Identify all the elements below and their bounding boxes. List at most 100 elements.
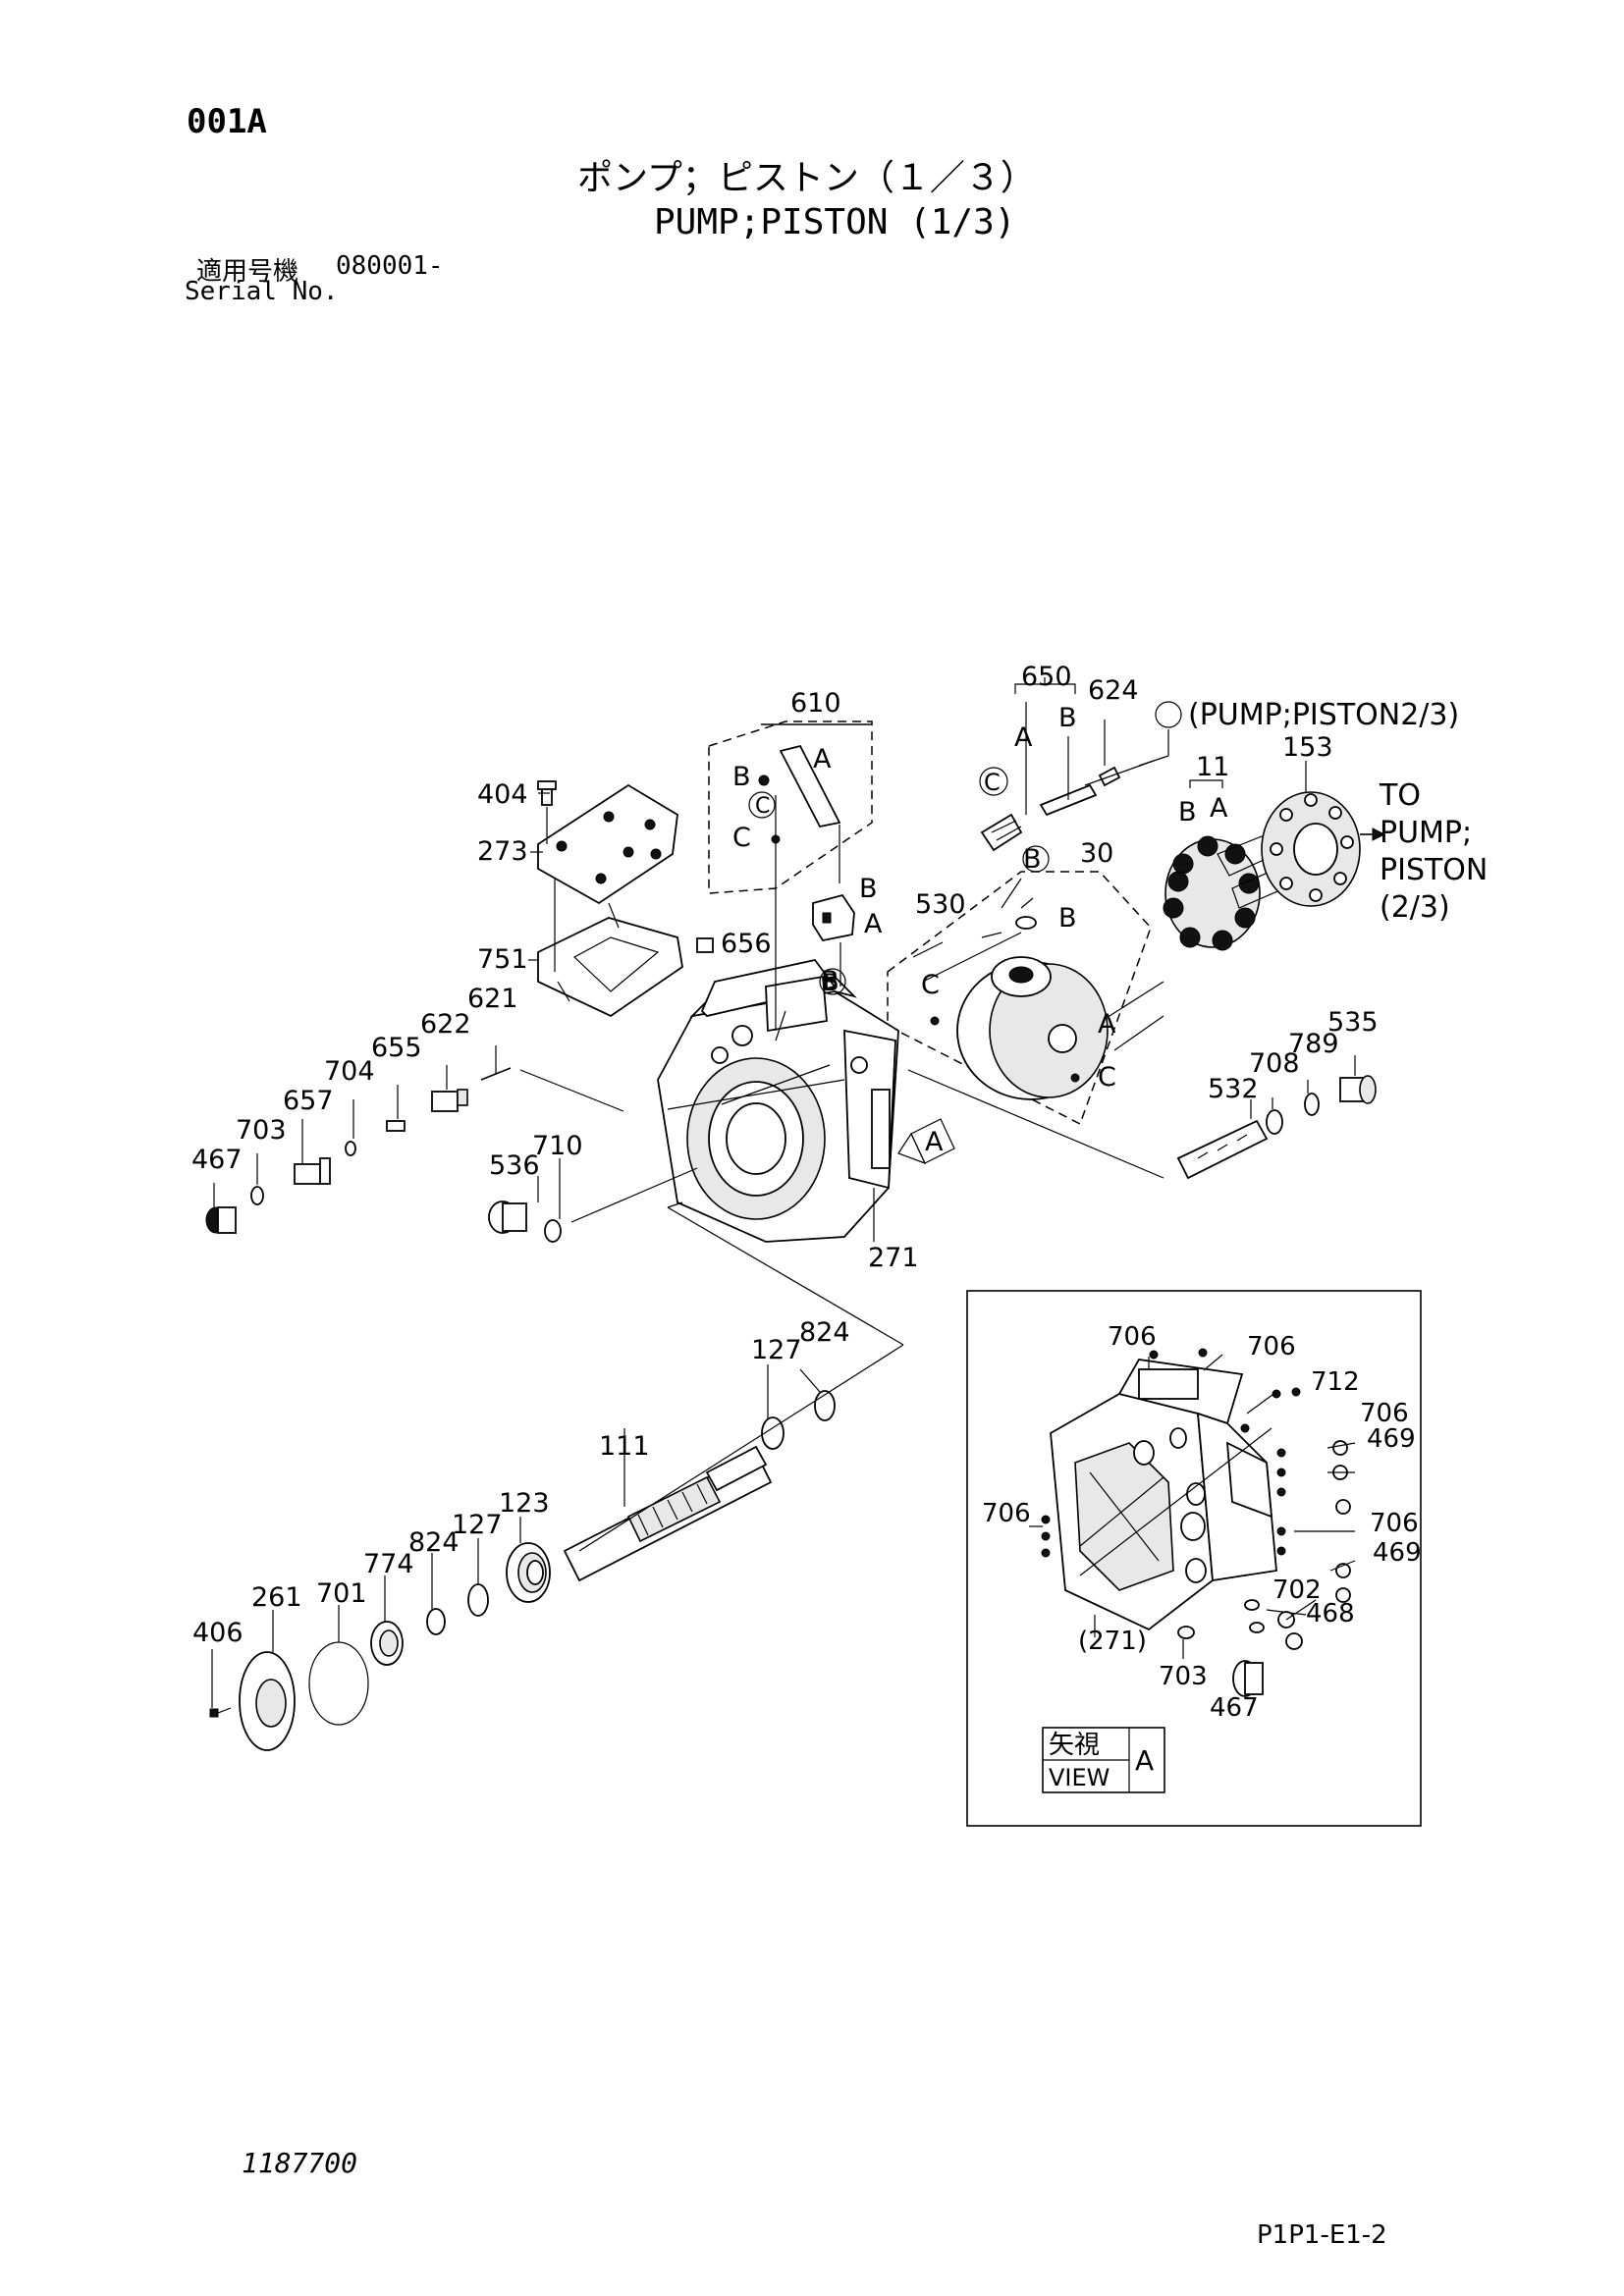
shaft-111 [563, 1445, 773, 1582]
subassembly-30-box [887, 871, 1152, 1126]
callout-label: A [1014, 722, 1033, 753]
callout-label: B [821, 966, 839, 996]
callout-label: A [1098, 1009, 1116, 1040]
callout-label: 650 [1021, 662, 1072, 692]
callout-label: 536 [489, 1150, 540, 1181]
callout-label: (2/3) [1380, 890, 1450, 925]
view-callout: 706 [1360, 1399, 1409, 1428]
view-label-english: VIEW [1049, 1764, 1110, 1791]
callout-label: 532 [1208, 1074, 1259, 1104]
callout-label: 11 [1196, 752, 1229, 782]
view-callout: (271) [1078, 1627, 1147, 1656]
drawing-number: 1187700 [242, 2147, 358, 2179]
bearing-123 [506, 1542, 551, 1603]
callout-label: 467 [191, 1145, 243, 1175]
callout-label: TO [1379, 778, 1421, 813]
callout-label: 271 [868, 1243, 919, 1273]
nut-657 [294, 1157, 331, 1185]
ref-circle-c-610 [748, 791, 776, 819]
view-label-japanese: 矢視 [1049, 1731, 1100, 1760]
callout-label: 123 [499, 1488, 550, 1519]
view-callout: 467 [1210, 1693, 1259, 1723]
page-code: 001A [187, 102, 267, 141]
callout-label: A [813, 744, 832, 774]
callout-label: 704 [324, 1056, 375, 1087]
seal-cover-261 [239, 1651, 296, 1751]
screw-532 [1176, 1119, 1269, 1180]
callout-label: 406 [192, 1618, 244, 1648]
o-ring-710 [544, 1219, 562, 1243]
swash-plate-30 [956, 916, 1109, 1100]
bolt-404 [537, 780, 557, 806]
pump-casing-271 [657, 958, 899, 1243]
callout-label: 710 [532, 1131, 583, 1161]
spacer-127-front [467, 1583, 489, 1617]
callout-label: C [1098, 1062, 1116, 1093]
callout-label: 127 [751, 1335, 802, 1365]
callout-label: 701 [316, 1578, 367, 1609]
callout-label: 824 [799, 1317, 850, 1348]
callout-label: 153 [1282, 732, 1333, 763]
callout-label: 404 [477, 779, 528, 810]
callout-label: C [921, 970, 940, 1000]
serial-label-japanese: 適用号機 [196, 257, 299, 287]
view-a-panel [966, 1290, 1422, 1827]
callout-label: 273 [477, 836, 528, 867]
plug-535 [1339, 1075, 1377, 1104]
screw-622 [431, 1089, 468, 1112]
callout-label: 111 [599, 1431, 650, 1462]
view-callout: 702 [1272, 1575, 1322, 1605]
view-callout: 706 [1247, 1332, 1296, 1362]
retainer-plate-153 [1261, 791, 1361, 907]
spacer-127-rear [761, 1416, 785, 1450]
view-callout: 703 [1159, 1662, 1208, 1691]
callout-label: B [1178, 797, 1197, 828]
view-callout: 706 [982, 1499, 1031, 1528]
view-label-box: 矢視 VIEW A [1042, 1727, 1165, 1793]
callout-label: 655 [371, 1033, 422, 1063]
view-callout: 712 [1311, 1367, 1360, 1397]
o-ring-708 [1266, 1109, 1283, 1135]
callout-label: C [755, 794, 770, 819]
gasket-751 [537, 917, 683, 1018]
backup-ring-789 [1304, 1093, 1320, 1116]
cover-273 [537, 783, 678, 905]
ref-circle-b-lower [819, 968, 846, 995]
view-callout: 706 [1108, 1322, 1157, 1352]
callout-label: B [859, 874, 878, 904]
callout-label: PISTON [1380, 853, 1488, 887]
callout-label: 657 [283, 1086, 334, 1116]
callout-label: B [1023, 844, 1042, 875]
callout-label: B [732, 762, 751, 792]
view-callout: 468 [1306, 1599, 1355, 1629]
callout-label: 127 [452, 1510, 503, 1540]
circled-c-label: C [984, 769, 1001, 796]
plug-536 [488, 1201, 527, 1234]
title-japanese: ポンプ；ピストン（１／３） [577, 158, 1036, 198]
link-610 [779, 744, 841, 828]
callout-label: 530 [915, 889, 966, 920]
callout-label: 30 [1080, 838, 1113, 869]
view-callout: 469 [1373, 1538, 1422, 1568]
bolt-406 [209, 1708, 219, 1718]
view-callout: 706 [1370, 1509, 1419, 1538]
callout-label: C [732, 823, 751, 853]
ref-circle-b-upper [1022, 845, 1050, 873]
callout-label: 535 [1327, 1007, 1379, 1038]
callout-label: 708 [1249, 1048, 1300, 1079]
serial-value: 080001- [336, 251, 444, 281]
plug-656 [696, 937, 714, 953]
callout-label: 824 [408, 1527, 460, 1558]
callout-label: B [1058, 703, 1077, 733]
view-label-letter: A [1135, 1744, 1154, 1777]
callout-label: A [1210, 793, 1228, 824]
callout-label: 261 [251, 1582, 302, 1613]
o-ring-704 [345, 1141, 356, 1156]
ref-circle-a [1155, 701, 1182, 728]
plug-467 [205, 1206, 237, 1234]
callout-label: 774 [363, 1549, 414, 1579]
callout-label: 622 [420, 1009, 471, 1040]
o-ring-703 [250, 1186, 264, 1205]
view-a-arrow [897, 1118, 955, 1165]
